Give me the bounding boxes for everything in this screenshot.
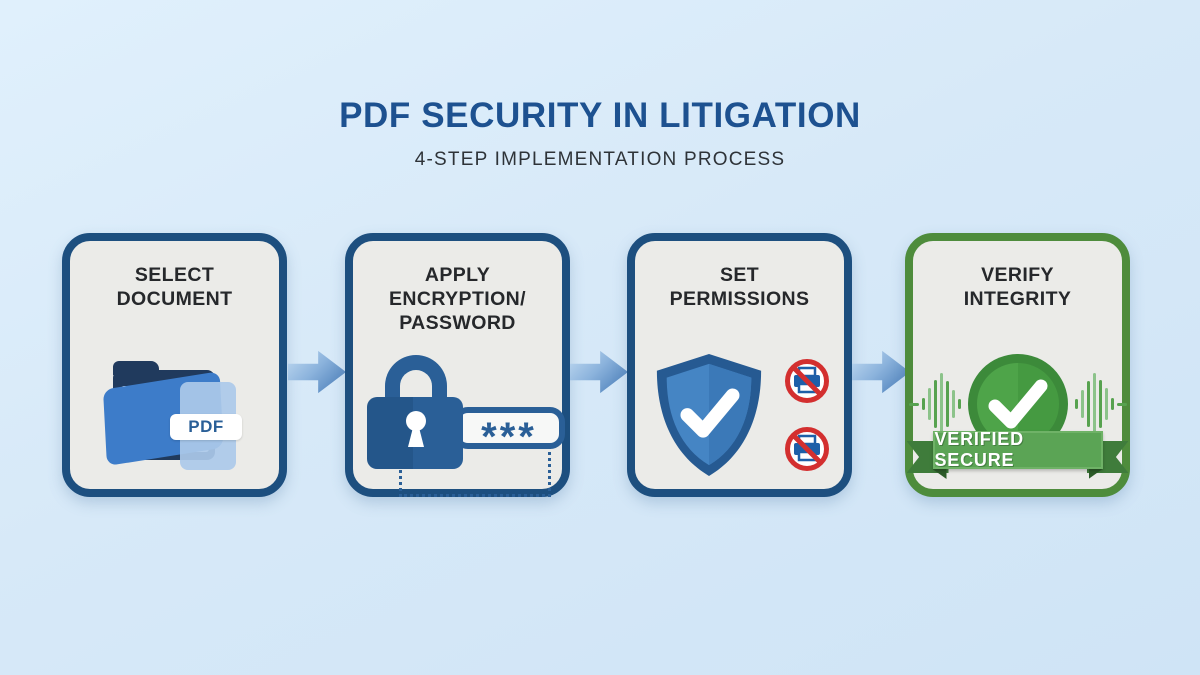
ribbon-fold-left bbox=[932, 469, 947, 479]
step-icon-area: *** bbox=[353, 337, 565, 497]
arrow-right-icon bbox=[852, 350, 910, 394]
verified-secure-ribbon: VERIFIED SECURE bbox=[906, 425, 1129, 481]
shield-check-icon bbox=[656, 354, 761, 476]
keyhole-icon bbox=[406, 411, 426, 431]
step-icon-area: PDF bbox=[70, 337, 279, 487]
lock-body-shape bbox=[367, 397, 463, 469]
ribbon-banner: VERIFIED SECURE bbox=[932, 429, 1103, 470]
lock-password-icon: *** bbox=[365, 355, 565, 497]
no-print-icon bbox=[784, 427, 829, 471]
step-card-select-document: SELECT DOCUMENT PDF bbox=[62, 233, 287, 497]
step-card-apply-encryption: APPLY ENCRYPTION/ PASSWORD *** bbox=[345, 233, 570, 497]
step-heading: VERIFY INTEGRITY bbox=[963, 264, 1072, 311]
keyhole-stem-shape bbox=[408, 427, 424, 447]
step-heading: SELECT DOCUMENT bbox=[116, 264, 233, 311]
ribbon-fold-right bbox=[1088, 469, 1103, 479]
ribbon-text: VERIFIED SECURE bbox=[934, 429, 1024, 470]
step-heading: SET PERMISSIONS bbox=[669, 264, 810, 311]
pdf-folder-icon: PDF bbox=[103, 360, 242, 472]
pdf-badge: PDF bbox=[170, 414, 242, 440]
page-subtitle: 4-STEP IMPLEMENTATION PROCESS bbox=[414, 149, 786, 170]
waveform-right-icon bbox=[1074, 373, 1127, 435]
no-print-icon bbox=[784, 359, 829, 403]
step-heading: APPLY ENCRYPTION/ PASSWORD bbox=[389, 264, 526, 335]
arrow-right-icon bbox=[288, 350, 346, 394]
step-card-set-permissions: SET PERMISSIONS bbox=[627, 233, 852, 497]
password-field: *** bbox=[453, 407, 565, 457]
waveform-left-icon bbox=[908, 373, 961, 435]
arrow-right-icon bbox=[570, 350, 628, 394]
step-card-verify-integrity: VERIFY INTEGRITY bbox=[905, 233, 1130, 497]
step-icon-area bbox=[635, 337, 844, 487]
page-title: PDF SECURITY IN LITIGATION bbox=[339, 96, 861, 135]
checkmark-glyph bbox=[988, 379, 1047, 429]
